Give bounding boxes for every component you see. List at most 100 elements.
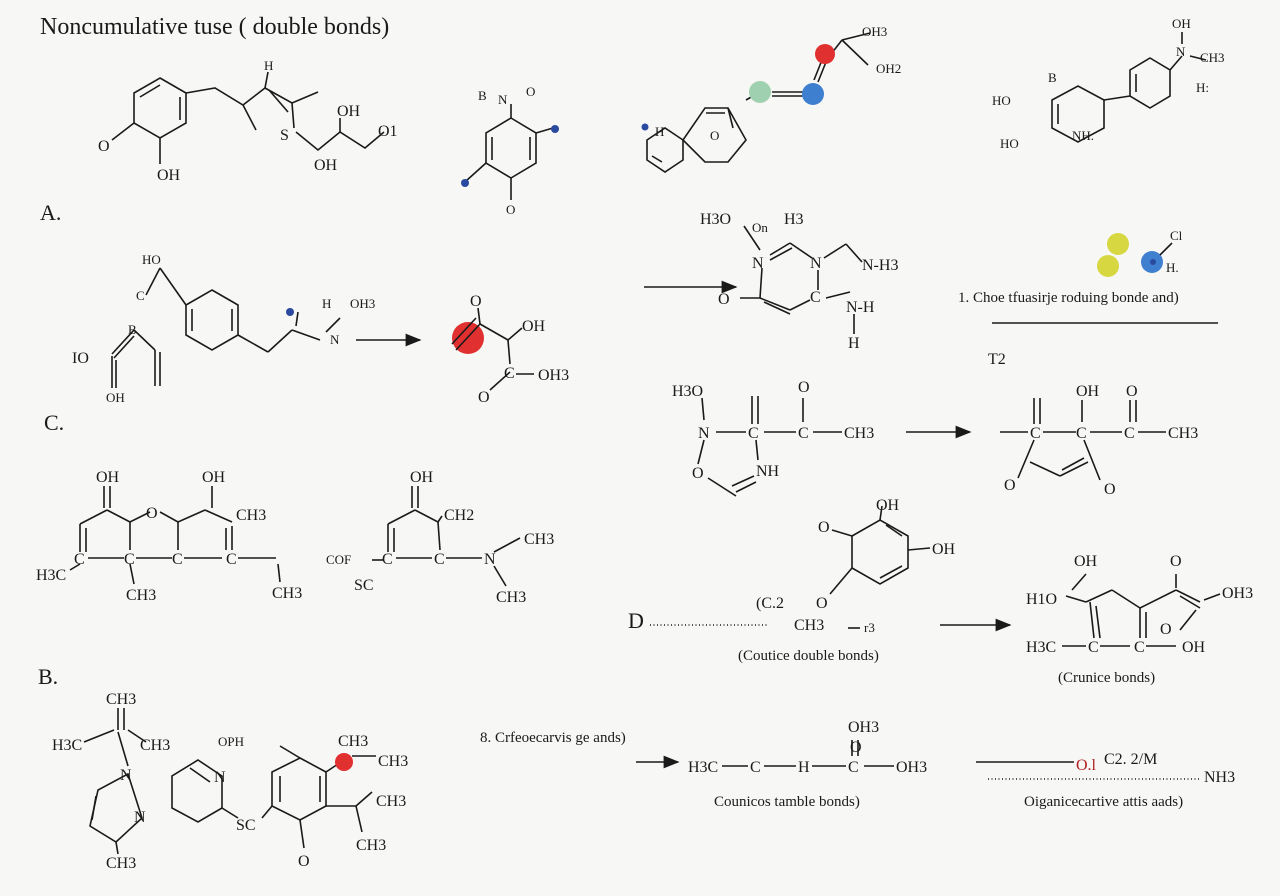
m9-c1: C xyxy=(748,425,759,442)
m16-c2: C xyxy=(848,759,859,776)
m5-io: IO xyxy=(72,350,89,367)
m15-ch3e: CH3 xyxy=(378,753,408,770)
m3-o: O xyxy=(710,128,719,143)
m11-oh2: OH xyxy=(202,469,226,486)
m7-n2: N xyxy=(810,255,822,272)
molecule-furanone: OH O H1O OH3 H3C C C O OH (Crunice bonds… xyxy=(1026,553,1253,686)
m8-h: H. xyxy=(1166,260,1179,275)
m9-c2: C xyxy=(798,425,809,442)
m13-c2: (C.2 xyxy=(756,595,784,612)
molecule-catechol-d: D O OH OH O (C.2 CH3 r3 (Coutice double … xyxy=(628,497,1012,664)
m15-ch3f: CH3 xyxy=(376,793,406,810)
caption-crfeoe: 8. Crfeoecarvis ge ands) xyxy=(480,730,626,746)
m7-h3: H3 xyxy=(784,211,804,228)
m2-n: N xyxy=(498,92,508,107)
molecule-cyclohexadiene-ketone: C C C OH O CH3 O O xyxy=(1000,383,1198,498)
m13-o2: O xyxy=(816,595,828,612)
m4-oh: OH xyxy=(1172,16,1191,31)
m6-o2: O xyxy=(478,389,490,406)
m17-ol: O.l xyxy=(1076,757,1097,774)
molecule-tricyclic: OH OH O CH3 H3C C C C C CH3 CH3 xyxy=(36,469,302,604)
m17-nh3: NH3 xyxy=(1204,769,1235,786)
molecule-quinone: B N O O xyxy=(461,84,559,217)
m15-o: O xyxy=(298,853,310,870)
m7-h: H xyxy=(848,335,860,352)
m14-c2: C xyxy=(1134,639,1145,656)
m2-b: B xyxy=(478,88,487,103)
atom-sphere-red xyxy=(815,44,835,64)
m5-c: C xyxy=(136,288,145,303)
m7-on: On xyxy=(752,220,768,235)
m5-n: N xyxy=(330,332,340,347)
m1-oh3: OH xyxy=(337,103,361,120)
molecule-pyrazole-pyridine: CH3 H3C CH3 N N CH3 OPH N SC CH3 CH3 CH3… xyxy=(52,691,408,872)
m10-c1: C xyxy=(1030,425,1041,442)
m2-o2: O xyxy=(506,202,515,217)
m11-c1: C xyxy=(74,551,85,568)
m10-o2: O xyxy=(1004,477,1016,494)
m15-ch3b: CH3 xyxy=(140,737,170,754)
m1-h: H xyxy=(264,58,273,73)
molecule-pyridinyl-phenyl: OH N CH3 H: B HO HO NH. xyxy=(992,16,1225,151)
m15-ch3c: CH3 xyxy=(106,855,136,872)
molecule-acyl-chain: 8. Crfeoecarvis ge ands) OH3 O H3C C H C… xyxy=(480,719,927,810)
m9-h3o: H3O xyxy=(672,383,703,400)
m12-n: N xyxy=(484,551,496,568)
m12-ch3b: CH3 xyxy=(496,589,526,606)
atom-sphere-yellow xyxy=(1097,255,1119,277)
m11-c3: C xyxy=(172,551,183,568)
m15-n3: N xyxy=(214,769,226,786)
m9-o: O xyxy=(798,379,810,396)
m5-h: H xyxy=(322,296,331,311)
caption-coutice: (Coutice double bonds) xyxy=(738,648,879,664)
molecule-catechol-chain: O OH H S OH OH O1 xyxy=(98,58,398,184)
m12-c2: C xyxy=(434,551,445,568)
m7-o: O xyxy=(718,291,730,308)
atom-sphere-yellow xyxy=(1107,233,1129,255)
section-label-c: C. xyxy=(44,410,64,435)
m12-ch3: CH3 xyxy=(524,531,554,548)
m12-sc: SC xyxy=(354,577,374,594)
atom-sphere-green xyxy=(749,81,771,103)
m15-ch3g: CH3 xyxy=(356,837,386,854)
m4-n: N xyxy=(1176,44,1186,59)
m8-cl: Cl xyxy=(1170,228,1183,243)
atom-sphere-blue xyxy=(802,83,824,105)
m7-n1: N xyxy=(752,255,764,272)
m4-ch3: CH3 xyxy=(1200,50,1225,65)
m16-h: H xyxy=(798,759,810,776)
section-label-b: B. xyxy=(38,664,58,689)
m1-s: S xyxy=(280,127,289,144)
caption-crunice: (Crunice bonds) xyxy=(1058,670,1155,686)
m15-n2: N xyxy=(134,809,146,826)
m1-oh: OH xyxy=(157,167,181,184)
m7-nh: N-H xyxy=(846,299,875,316)
m10-oh: OH xyxy=(1076,383,1100,400)
m16-oh3: OH3 xyxy=(848,719,879,736)
m10-ch3: CH3 xyxy=(1168,425,1198,442)
m7-h3o: H3O xyxy=(700,211,731,228)
m11-ch3c: CH3 xyxy=(272,585,302,602)
atom-dot-navy xyxy=(641,123,649,131)
m15-ch3: CH3 xyxy=(106,691,136,708)
m5-oh: OH xyxy=(106,390,125,405)
m3-oh3: OH3 xyxy=(862,24,887,39)
m4-ho2: HO xyxy=(1000,136,1019,151)
m12-ch2: CH2 xyxy=(444,507,474,524)
caption-t2: T2 xyxy=(988,351,1006,368)
m14-o: O xyxy=(1160,621,1172,638)
molecule-phenyl-imine: HO C B IO OH H OH3 N xyxy=(72,252,422,405)
page-title: Noncumulative tuse ( double bonds) xyxy=(40,14,389,40)
m15-ph: OPH xyxy=(218,734,244,749)
m5-ho: HO xyxy=(142,252,161,267)
atom-dot-navy xyxy=(461,179,469,187)
m11-h3c: H3C xyxy=(36,567,66,584)
molecule-purine: H3O On H3 N N N-H3 C N-H O H xyxy=(644,211,898,352)
molecule-oxazoline-ketone: H3O N C C O CH3 NH O xyxy=(672,379,972,497)
m1-o1: O1 xyxy=(378,123,398,140)
m14-c1: C xyxy=(1088,639,1099,656)
m16-oh3b: OH3 xyxy=(896,759,927,776)
m9-ch3: CH3 xyxy=(844,425,874,442)
m6-oh: OH xyxy=(522,318,546,335)
m11-oh1: OH xyxy=(96,469,120,486)
